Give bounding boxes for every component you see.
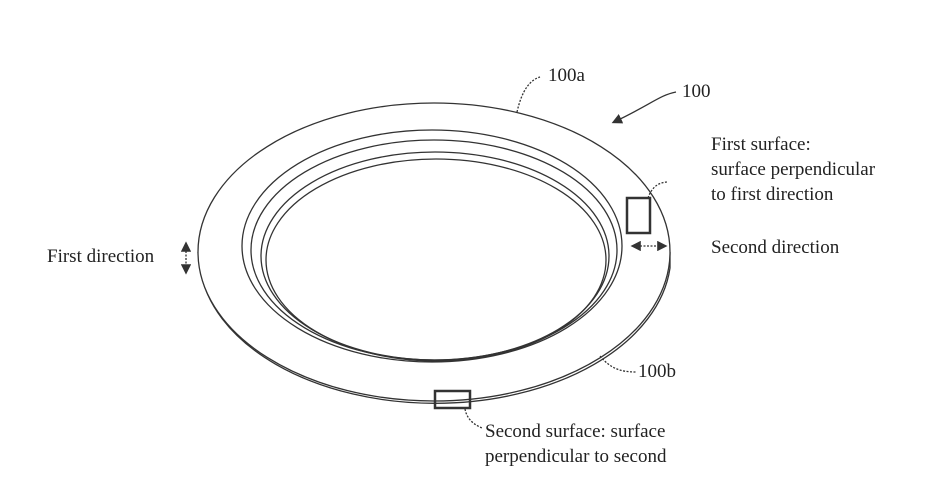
first-surface-label-line1: First surface: (711, 134, 811, 155)
second-surface-marker (433, 389, 472, 410)
second-surface-leader (464, 408, 483, 429)
first-direction-label: First direction (47, 246, 155, 267)
second-direction-label: Second direction (711, 237, 840, 258)
ring-hole (265, 158, 607, 362)
first-surface-label-line2: surface perpendicular (711, 159, 876, 180)
ring-inner-edge-1 (241, 129, 623, 363)
second-surface-label-line2: perpendicular to second (485, 446, 667, 467)
ref-100b-leader (599, 355, 637, 373)
first-surface-marker (625, 196, 652, 235)
ref-100-arrow (611, 91, 677, 124)
ref-100a-label: 100a (548, 65, 585, 86)
ring-top-surface-outer (197, 102, 671, 402)
first-surface-leader (647, 181, 669, 199)
ref-100a-leader (516, 76, 541, 113)
first-surface-label-line3: to first direction (711, 184, 834, 205)
ref-100b-label: 100b (638, 361, 676, 382)
ref-100-label: 100 (682, 81, 711, 102)
second-surface-label-line1: Second surface: surface (485, 421, 666, 442)
ring (197, 102, 671, 404)
ring-inner-edge-3 (260, 151, 610, 361)
